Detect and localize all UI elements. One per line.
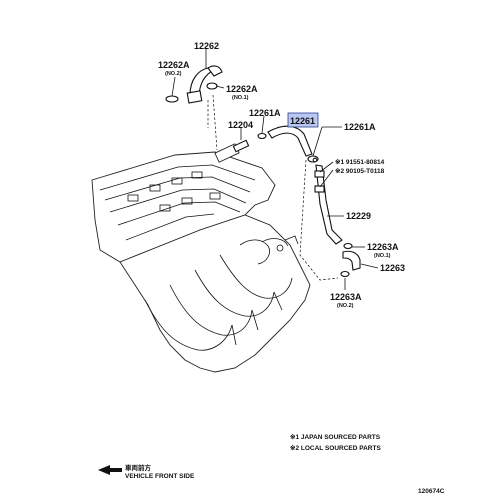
note-local-sourced: ※2 LOCAL SOURCED PARTS [290,444,381,452]
direction-en: VEHICLE FRONT SIDE [125,473,195,480]
front-arrow-icon [98,465,122,475]
label-12261A-top: 12261A [249,108,281,118]
note-japan-sourced: ※1 JAPAN SOURCED PARTS [290,433,381,441]
highlight-box-12261 [287,112,319,128]
label-12261: 12261 [290,116,315,126]
direction-jp: 車両前方 [125,463,152,472]
leader-lines [171,49,379,290]
source-notes: ※1 JAPAN SOURCED PARTS ※2 LOCAL SOURCED … [290,433,381,452]
label-90105: ※2 90105-T0118 [335,167,385,175]
label-12262A-no1: 12262A [226,84,258,94]
label-12204: 12204 [228,120,253,130]
label-12263A-no1: 12263A [367,242,399,252]
callout-labels: 12262 12262A (NO.2) 12262A (NO.1) 12261A… [158,41,405,309]
label-12262A-no2-note: (NO.2) [165,71,182,77]
label-12263A-no2: 12263A [330,292,362,302]
label-12229: 12229 [346,211,371,221]
engine-block-illustration [91,143,311,373]
diagram-code: 120674C [418,488,445,495]
vehicle-front-indicator: 車両前方 VEHICLE FRONT SIDE [98,463,195,480]
parts-illustration [165,65,361,278]
label-12262: 12262 [194,41,219,51]
label-12262A-no2: 12262A [158,60,190,70]
label-12261A-right: 12261A [344,122,376,132]
label-12263A-no2-note: (NO.2) [337,303,354,309]
label-91551: ※1 91551-80814 [335,158,385,166]
label-12263: 12263 [380,263,405,273]
label-12262A-no1-note: (NO.1) [232,95,249,101]
label-12263A-no1-note: (NO.1) [374,253,391,259]
